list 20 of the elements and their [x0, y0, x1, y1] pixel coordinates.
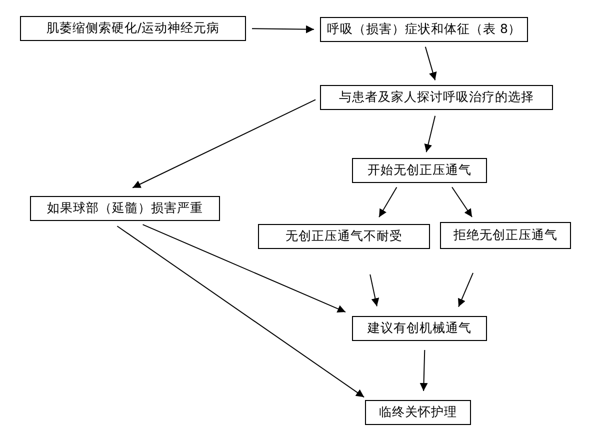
process-box: 呼吸（损害）症状和体征（表 8） [320, 17, 528, 42]
arrow [451, 186, 473, 218]
process-box: 临终关怀护理 [365, 400, 471, 425]
process-box: 建议有创机械通气 [352, 316, 487, 341]
process-box: 肌萎缩侧索硬化/运动神经元病 [20, 16, 246, 41]
arrow [132, 99, 316, 188]
arrow [424, 115, 436, 153]
process-box: 无创正压通气不耐受 [258, 224, 430, 249]
arrow [458, 272, 474, 308]
arrow [116, 226, 365, 398]
arrow [142, 224, 346, 313]
arrow [378, 186, 398, 218]
arrow [424, 46, 437, 81]
arrow [420, 350, 428, 392]
process-box: 拒绝无创正压通气 [440, 222, 571, 249]
process-box: 如果球部（延髓）损害严重 [30, 196, 220, 221]
process-box: 开始无创正压通气 [352, 158, 487, 183]
process-box: 与患者及家人探讨呼吸治疗的选择 [320, 85, 553, 110]
arrow [252, 25, 314, 34]
arrow [370, 274, 380, 307]
